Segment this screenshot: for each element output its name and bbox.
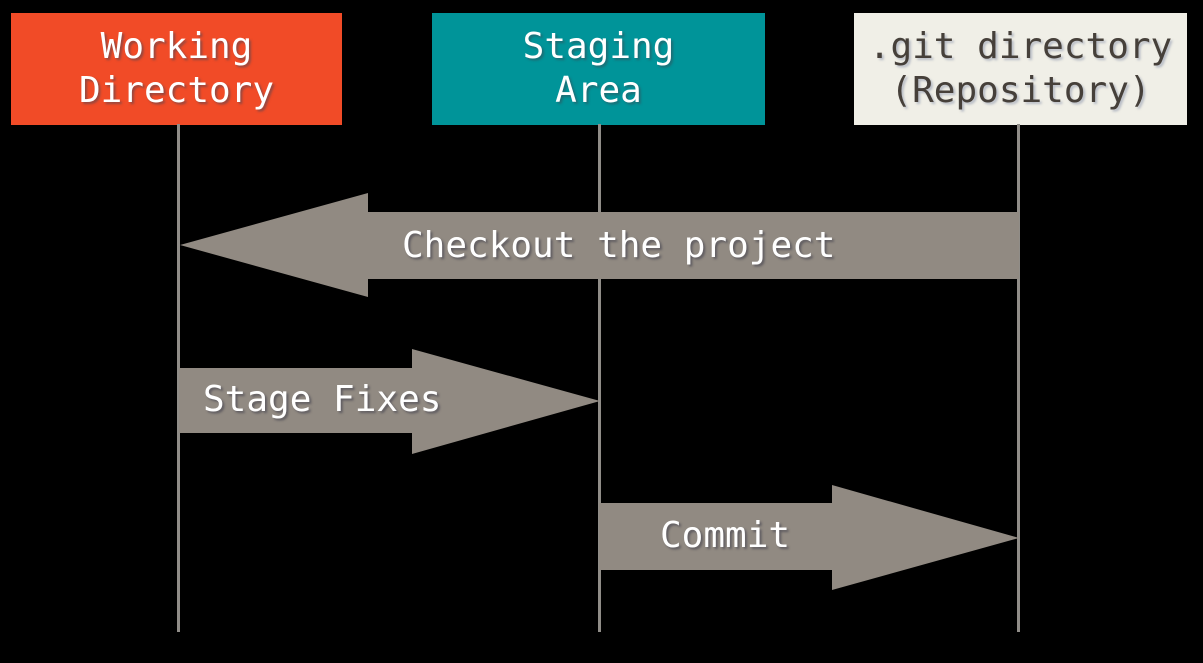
arrow-label-stage-fixes: Stage Fixes xyxy=(203,379,442,420)
column-label-line: Working xyxy=(100,26,253,67)
column-label-line: Staging xyxy=(522,26,675,67)
column-label-line: .git directory xyxy=(868,26,1173,67)
column-box-working-directory: Working Directory xyxy=(11,13,342,125)
column-label-line: Directory xyxy=(78,70,275,111)
lifeline-working-directory xyxy=(177,124,180,632)
arrow-label-commit: Commit xyxy=(660,515,791,556)
column-box-staging-area: Staging Area xyxy=(432,13,765,125)
column-box-git-directory: .git directory (Repository) xyxy=(854,13,1187,125)
lifeline-git-directory xyxy=(1017,124,1020,632)
column-label-line: (Repository) xyxy=(890,70,1151,111)
arrow-label-checkout: Checkout the project xyxy=(402,225,836,266)
lifeline-staging-area xyxy=(598,124,601,632)
column-label-line: Area xyxy=(555,70,642,111)
arrow-checkout-shape xyxy=(180,193,1019,297)
arrow-stage-fixes-shape xyxy=(179,349,600,454)
arrow-commit-shape xyxy=(599,485,1019,590)
